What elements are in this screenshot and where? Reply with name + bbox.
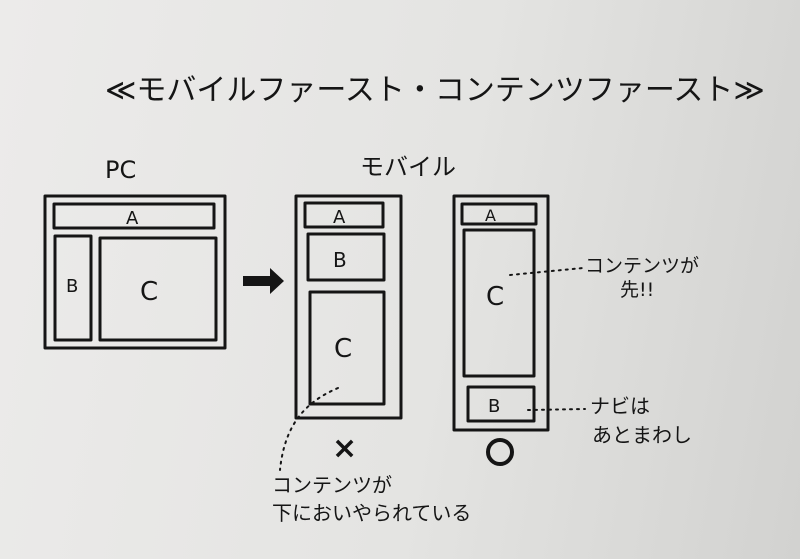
mobile-bad-block-b (306, 232, 386, 282)
mobile-bad-label-a: A (333, 207, 346, 228)
right-arrow-icon (243, 268, 284, 294)
good-content-note-line2: 先!! (620, 279, 654, 301)
pc-label-b: B (66, 276, 78, 297)
mobile-bad-block-a (303, 201, 385, 229)
good-content-note-line1: コンテンツが (585, 255, 699, 277)
mobile-bad-label-b: B (333, 248, 347, 272)
good-nav-note-line2: あとまわし (592, 423, 692, 447)
mobile-good-block-a (460, 202, 538, 226)
mobile-good-label-a: A (485, 206, 496, 225)
mobile-good-frame (452, 194, 550, 432)
mobile-label: モバイル (360, 153, 456, 181)
pc-block-b (53, 234, 93, 342)
pc-block-a (52, 202, 216, 230)
mobile-good-label-c: C (486, 282, 504, 312)
mobile-bad-frame (294, 194, 403, 420)
mobile-bad-block-c (308, 290, 386, 406)
bad-mark: × (332, 431, 357, 466)
pc-label-a: A (126, 208, 139, 229)
bad-note-line2: 下においやられている (272, 501, 471, 525)
pc-label: PC (105, 156, 136, 184)
pc-frame (43, 194, 227, 350)
pc-label-c: C (140, 277, 158, 307)
good-mark (486, 438, 514, 466)
mobile-layout-good: A C B ○ コンテンツが 先!! ナビは あとまわし (452, 194, 699, 466)
pc-layout: A B C (43, 194, 227, 350)
mobile-good-label-b: B (488, 396, 500, 417)
diagram-title: ≪モバイルファースト・コンテンツファースト≫ (105, 73, 765, 108)
bad-note-line1: コンテンツが (272, 473, 392, 497)
mobile-bad-label-c: C (334, 334, 352, 364)
good-nav-note-line1: ナビは (590, 394, 650, 418)
mobile-good-block-b (466, 385, 536, 423)
mobile-layout-bad: A B C × コンテンツが 下においやられている (272, 194, 471, 525)
mobile-good-block-c (462, 228, 536, 378)
pc-block-c (98, 236, 218, 342)
